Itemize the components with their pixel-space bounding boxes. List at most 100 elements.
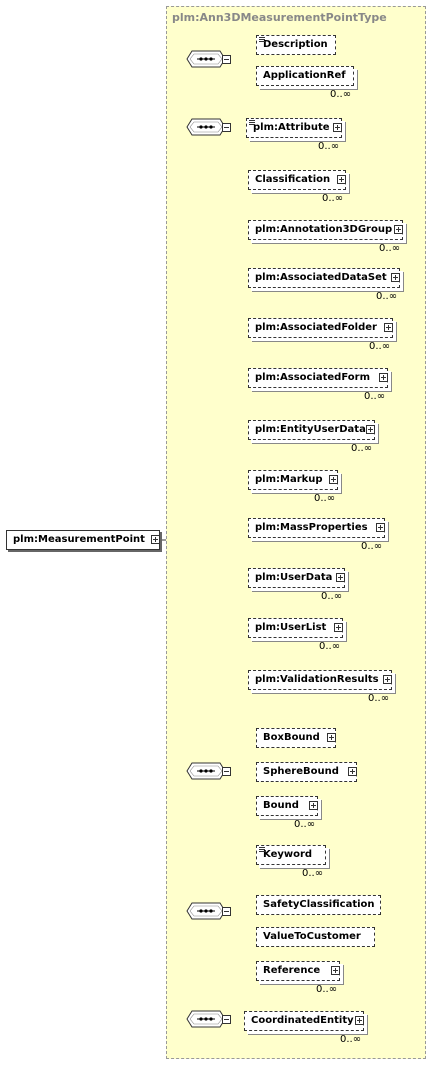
collapse-icon[interactable] — [222, 767, 231, 776]
schema-element-label: Reference — [263, 965, 321, 976]
schema-element-label: plm:AssociatedDataSet — [255, 272, 387, 283]
expand-icon[interactable] — [355, 1016, 364, 1025]
cardinality-label: 0..∞ — [330, 89, 352, 100]
cardinality-label: 0..∞ — [294, 819, 316, 830]
expand-icon[interactable] — [336, 573, 345, 582]
schema-element[interactable]: SafetyClassification — [256, 895, 381, 915]
cardinality-label: 0..∞ — [318, 141, 340, 152]
collapse-icon[interactable] — [222, 907, 231, 916]
schema-element-label: Description — [263, 39, 328, 50]
cardinality-label: 0..∞ — [368, 693, 390, 704]
documentation-icon — [249, 120, 255, 125]
schema-element[interactable]: Classification — [248, 170, 346, 190]
expand-icon[interactable] — [366, 425, 375, 434]
schema-element[interactable]: plm:AssociatedFolder — [248, 318, 393, 338]
schema-element-label: plm:UserList — [255, 622, 327, 633]
sequence-shape — [186, 118, 226, 136]
expand-icon[interactable] — [376, 523, 385, 532]
sequence-compositor — [186, 762, 226, 780]
expand-icon[interactable] — [309, 801, 318, 810]
cardinality-label: 0..∞ — [379, 243, 401, 254]
expand-icon[interactable] — [337, 175, 346, 184]
collapse-icon[interactable] — [222, 55, 231, 64]
expand-icon[interactable] — [334, 623, 343, 632]
schema-element-label: BoxBound — [263, 732, 320, 743]
cardinality-label: 0..∞ — [364, 391, 386, 402]
schema-element-label: SphereBound — [263, 766, 339, 777]
schema-element-label: plm:AssociatedForm — [255, 372, 370, 383]
sequence-shape — [186, 762, 226, 780]
expand-icon[interactable] — [391, 273, 400, 282]
schema-element-label: plm:AssociatedFolder — [255, 322, 377, 333]
expand-icon[interactable] — [348, 767, 357, 776]
schema-element[interactable]: Bound — [256, 796, 318, 816]
expand-icon[interactable] — [329, 475, 338, 484]
schema-element-label: plm:ValidationResults — [255, 674, 379, 685]
sequence-shape — [186, 1010, 226, 1028]
expand-icon[interactable] — [394, 225, 403, 234]
schema-element[interactable]: plm:ValidationResults — [248, 670, 392, 690]
schema-element-label: plm:EntityUserData — [255, 424, 366, 435]
expand-icon[interactable] — [384, 323, 393, 332]
cardinality-label: 0..∞ — [321, 591, 343, 602]
expand-icon[interactable] — [333, 123, 342, 132]
expand-icon[interactable] — [331, 966, 340, 975]
schema-element[interactable]: plm:AssociatedDataSet — [248, 268, 400, 288]
schema-element[interactable]: plm:Markup — [248, 470, 338, 490]
documentation-icon — [259, 847, 265, 852]
schema-element[interactable]: plm:EntityUserData — [248, 420, 375, 440]
schema-element[interactable]: plm:AssociatedForm — [248, 368, 388, 388]
sequence-compositor — [186, 1010, 226, 1028]
schema-element[interactable]: ValueToCustomer — [256, 927, 375, 947]
schema-element[interactable]: plm:MassProperties — [248, 518, 385, 538]
sequence-shape — [186, 50, 226, 68]
schema-element-label: ValueToCustomer — [263, 931, 361, 942]
sequence-compositor — [186, 902, 226, 920]
documentation-icon — [259, 37, 265, 42]
schema-element[interactable]: Keyword — [256, 845, 326, 865]
schema-element-label: plm:Attribute — [253, 122, 330, 133]
collapse-icon[interactable] — [222, 123, 231, 132]
schema-element-label: Classification — [255, 174, 331, 185]
schema-element[interactable]: CoordinatedEntity — [244, 1011, 364, 1031]
cardinality-label: 0..∞ — [316, 984, 338, 995]
schema-element[interactable]: SphereBound — [256, 762, 357, 782]
schema-element[interactable]: ApplicationRef — [256, 66, 354, 86]
schema-element[interactable]: plm:Attribute — [246, 118, 342, 138]
cardinality-label: 0..∞ — [340, 1034, 362, 1045]
cardinality-label: 0..∞ — [351, 443, 373, 454]
cardinality-label: 0..∞ — [376, 291, 398, 302]
schema-element[interactable]: plm:UserData — [248, 568, 345, 588]
expand-icon[interactable] — [379, 373, 388, 382]
cardinality-label: 0..∞ — [319, 641, 341, 652]
schema-element-label: plm:MassProperties — [255, 522, 368, 533]
schema-element-label: plm:Annotation3DGroup — [255, 224, 393, 235]
schema-element[interactable]: BoxBound — [256, 728, 336, 748]
schema-element[interactable]: plm:UserList — [248, 618, 343, 638]
schema-element-label: Bound — [263, 800, 299, 811]
schema-element-label: CoordinatedEntity — [251, 1015, 354, 1026]
schema-element-label: ApplicationRef — [263, 70, 346, 81]
cardinality-label: 0..∞ — [314, 493, 336, 504]
schema-element-label: SafetyClassification — [263, 899, 375, 910]
cardinality-label: 0..∞ — [302, 868, 324, 879]
schema-element[interactable]: plm:Annotation3DGroup — [248, 220, 403, 240]
cardinality-label: 0..∞ — [322, 193, 344, 204]
cardinality-label: 0..∞ — [361, 541, 383, 552]
expand-icon[interactable] — [383, 675, 392, 684]
root-element-label: plm:MeasurementPoint — [13, 534, 145, 545]
schema-element-label: plm:UserData — [255, 572, 333, 583]
schema-element-label: Keyword — [263, 849, 313, 860]
expand-icon[interactable] — [327, 733, 336, 742]
complex-type-name: plm:Ann3DMeasurementPointType — [172, 11, 387, 24]
cardinality-label: 0..∞ — [369, 341, 391, 352]
sequence-compositor — [186, 50, 226, 68]
root-element[interactable]: plm:MeasurementPoint — [6, 530, 160, 550]
expand-icon[interactable] — [151, 535, 160, 544]
sequence-shape — [186, 902, 226, 920]
schema-element[interactable]: Reference — [256, 961, 340, 981]
sequence-compositor — [186, 118, 226, 136]
collapse-icon[interactable] — [222, 1015, 231, 1024]
schema-element[interactable]: Description — [256, 35, 336, 55]
